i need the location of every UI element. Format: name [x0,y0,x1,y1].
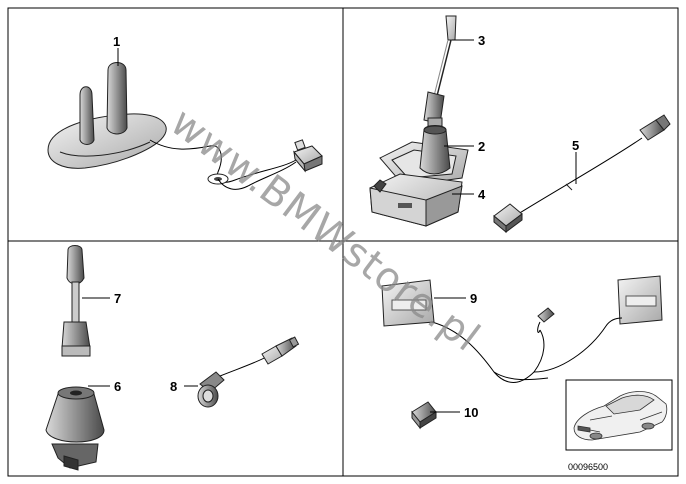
part-labels: 1 2 3 4 5 6 7 8 9 10 [113,33,579,420]
label-part-1: 1 [113,34,120,49]
label-part-10: 10 [464,405,478,420]
rod-antenna-part [423,15,457,127]
label-part-8: 8 [170,379,177,394]
label-part-7: 7 [114,291,121,306]
vehicle-thumbnail: 00096500 [565,379,673,472]
label-part-9: 9 [470,291,477,306]
antenna-cable-part [493,114,671,234]
label-part-6: 6 [114,379,121,394]
cable-end-connector-bottom [493,203,523,234]
thumbnail-part-number: 00096500 [568,462,608,472]
window-antenna-part [381,275,663,383]
label-part-4: 4 [478,187,486,202]
fakra-connector [293,139,323,173]
small-connector-part [411,401,437,430]
cable-end-connector-top [639,114,671,141]
car-outline-icon [573,391,668,441]
leader-lines [82,39,577,413]
short-rod-antenna-part [61,245,91,357]
label-part-5: 5 [572,138,579,153]
adapter-cable-part [197,336,300,408]
antenna-base-part [369,173,463,227]
antenna-foot-part [45,386,105,471]
angled-connector [197,371,225,408]
label-part-2: 2 [478,139,485,154]
roof-antenna-part [47,62,323,190]
label-part-3: 3 [478,33,485,48]
